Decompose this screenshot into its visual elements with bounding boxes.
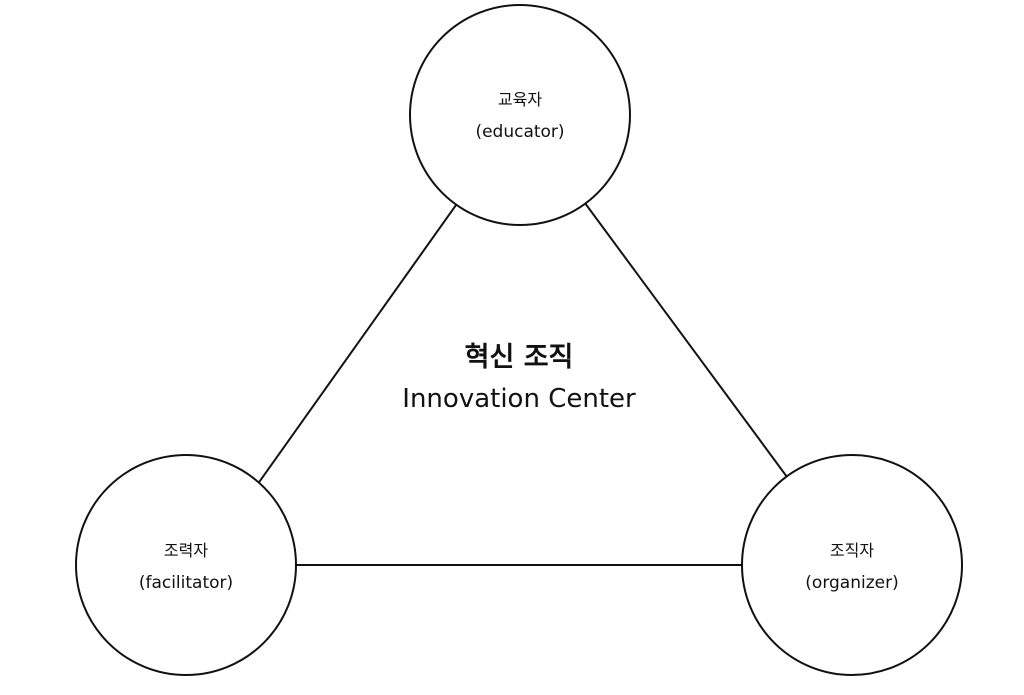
node-facilitator-label: 조력자 xyxy=(164,541,208,560)
node-educator: 교육자 (educator) xyxy=(409,4,631,226)
node-educator-circle xyxy=(409,4,631,226)
node-organizer-circle xyxy=(741,454,963,676)
node-educator-sublabel: (educator) xyxy=(475,122,564,142)
node-facilitator-circle xyxy=(75,454,297,676)
node-facilitator-sublabel: (facilitator) xyxy=(139,573,233,593)
center-title: 혁신 조직 xyxy=(465,342,574,373)
center-subtitle: Innovation Center xyxy=(402,384,636,414)
center-label: 혁신 조직 Innovation Center xyxy=(402,342,636,414)
node-organizer-label: 조직자 xyxy=(830,541,874,560)
node-facilitator: 조력자 (facilitator) xyxy=(75,454,297,676)
node-organizer: 조직자 (organizer) xyxy=(741,454,963,676)
node-organizer-sublabel: (organizer) xyxy=(805,573,898,593)
node-educator-label: 교육자 xyxy=(498,90,542,109)
